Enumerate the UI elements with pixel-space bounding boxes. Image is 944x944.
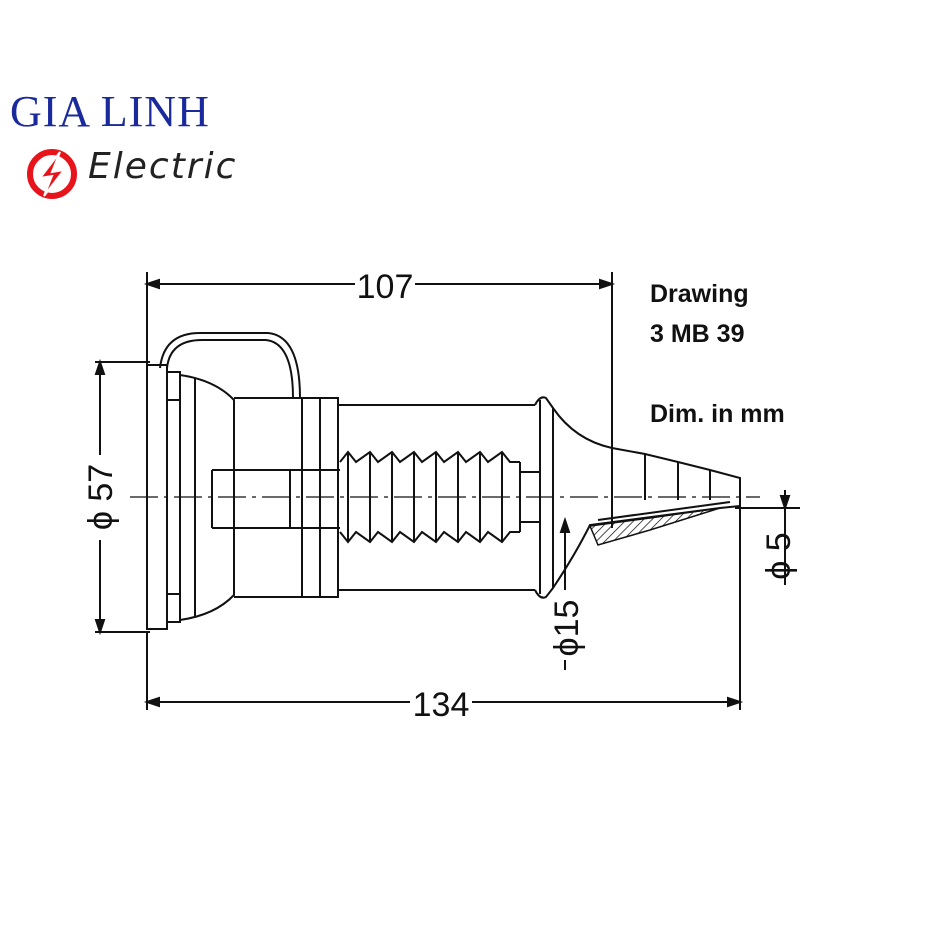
- units-note: Dim. in mm: [650, 400, 785, 428]
- dim-text-134: 134: [413, 686, 470, 724]
- dim-text-phi-57: ϕ 57: [82, 464, 120, 530]
- threaded-section: [339, 450, 540, 544]
- brand-subtitle: Electric: [88, 146, 238, 187]
- brand-name: GIA LINH: [10, 87, 210, 136]
- dimension-phi-15: [559, 516, 571, 670]
- cap-retaining-strap: [159, 332, 301, 399]
- lightning-bolt-logo-icon: [27, 149, 77, 199]
- strain-relief-sleeve: [534, 396, 741, 599]
- dimension-phi-57: [94, 358, 150, 636]
- dimension-phi-5: [735, 490, 800, 585]
- dimension-107: [143, 272, 616, 455]
- cable-section-hatch: [588, 507, 721, 546]
- drawing-label: Drawing: [650, 280, 749, 308]
- dim-text-107: 107: [357, 268, 414, 306]
- dim-text-phi-5: ϕ 5: [760, 532, 798, 579]
- dimension-134: [143, 505, 744, 710]
- dim-text-phi-15: ϕ15: [548, 600, 586, 657]
- drawing-number: 3 MB 39: [650, 320, 745, 348]
- socket-housing: [179, 374, 535, 621]
- front-flange: [146, 364, 181, 630]
